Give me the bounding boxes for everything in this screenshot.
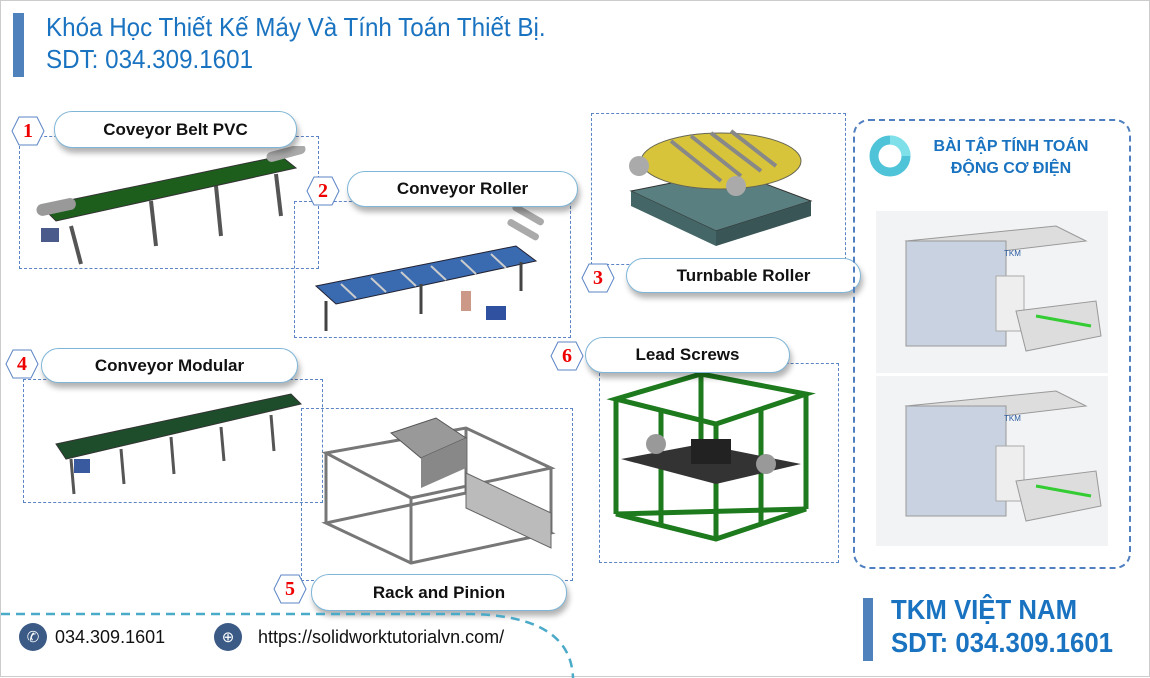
item-label-turnbable-roller[interactable]: Turnbable Roller [626, 258, 861, 293]
ring-icon [869, 135, 911, 177]
label-text: Conveyor Modular [94, 355, 245, 375]
turntable-roller-image [629, 129, 813, 246]
item-label-lead-screws[interactable]: Lead Screws [585, 337, 790, 373]
item-label-rack-and-pinion[interactable]: Rack and Pinion [311, 574, 567, 611]
lead-screws-image [606, 371, 816, 542]
motor-exercise-panel [853, 119, 1131, 569]
conveyor-modular-image [55, 393, 302, 495]
item-label-conveyor-modular[interactable]: Conveyor Modular [41, 348, 298, 383]
phone-icon: ✆ [19, 623, 47, 651]
brand-phone: SDT: 034.309.1601 [891, 627, 1113, 658]
number-text: 5 [285, 577, 295, 600]
machine-logo: TKM [1004, 414, 1021, 423]
number-text: 1 [23, 119, 33, 142]
number-text: 6 [562, 344, 572, 367]
conveyor-roller-image [314, 206, 544, 331]
footer-phone-text: 034.309.1601 [55, 626, 166, 647]
panel-title: BÀI TẬP TÍNH TOÁN ĐỘNG CƠ ĐIỆN [906, 136, 1116, 180]
panel-title-line-1: BÀI TẬP TÍNH TOÁN [933, 138, 1089, 155]
footer-website-text: https://solidworktutorialvn.com/ [258, 626, 505, 647]
footer-phone[interactable]: ✆ 034.309.1601 [19, 623, 165, 651]
number-text: 2 [318, 179, 328, 202]
rack-and-pinion-image [321, 417, 556, 565]
label-text: Lead Screws [635, 345, 740, 364]
number-text: 3 [593, 266, 603, 289]
brand-name: TKM VIỆT NAM [891, 594, 1078, 625]
label-text: Rack and Pinion [372, 582, 506, 602]
page-title: Khóa Học Thiết Kế Máy Và Tính Toán Thiết… [46, 11, 546, 75]
item-number-1: 1 [11, 116, 45, 146]
label-text: Conveyor Roller [396, 179, 529, 198]
item-label-conveyor-roller[interactable]: Conveyor Roller [347, 171, 578, 207]
panel-title-line-2: ĐỘNG CƠ ĐIỆN [950, 160, 1072, 177]
item-number-4: 4 [5, 349, 39, 379]
item-number-3: 3 [581, 263, 615, 293]
footer-website-link[interactable]: ⊕ https://solidworktutorialvn.com/ [214, 623, 504, 651]
label-text: Turnbable Roller [676, 265, 811, 285]
box-erector-machine-image: TKM [876, 211, 1108, 373]
item-number-5: 5 [273, 574, 307, 604]
number-text: 4 [17, 352, 27, 375]
title-line-1: Khóa Học Thiết Kế Máy Và Tính Toán Thiết… [46, 12, 546, 42]
item-label-coveyor-belt-pvc[interactable]: Coveyor Belt PVC [54, 111, 297, 148]
footer-divider [1, 612, 575, 678]
machine-logo: TKM [1004, 249, 1021, 258]
globe-icon: ⊕ [214, 623, 242, 651]
item-number-6: 6 [550, 341, 584, 371]
conveyor-belt-image [36, 146, 306, 265]
brand-accent-bar [863, 598, 873, 661]
title-accent-bar [13, 13, 24, 77]
title-line-2: SDT: 034.309.1601 [46, 44, 254, 74]
label-text: Coveyor Belt PVC [103, 119, 248, 139]
item-number-2: 2 [306, 176, 340, 206]
box-erector-machine-image-2: TKM [876, 376, 1108, 546]
